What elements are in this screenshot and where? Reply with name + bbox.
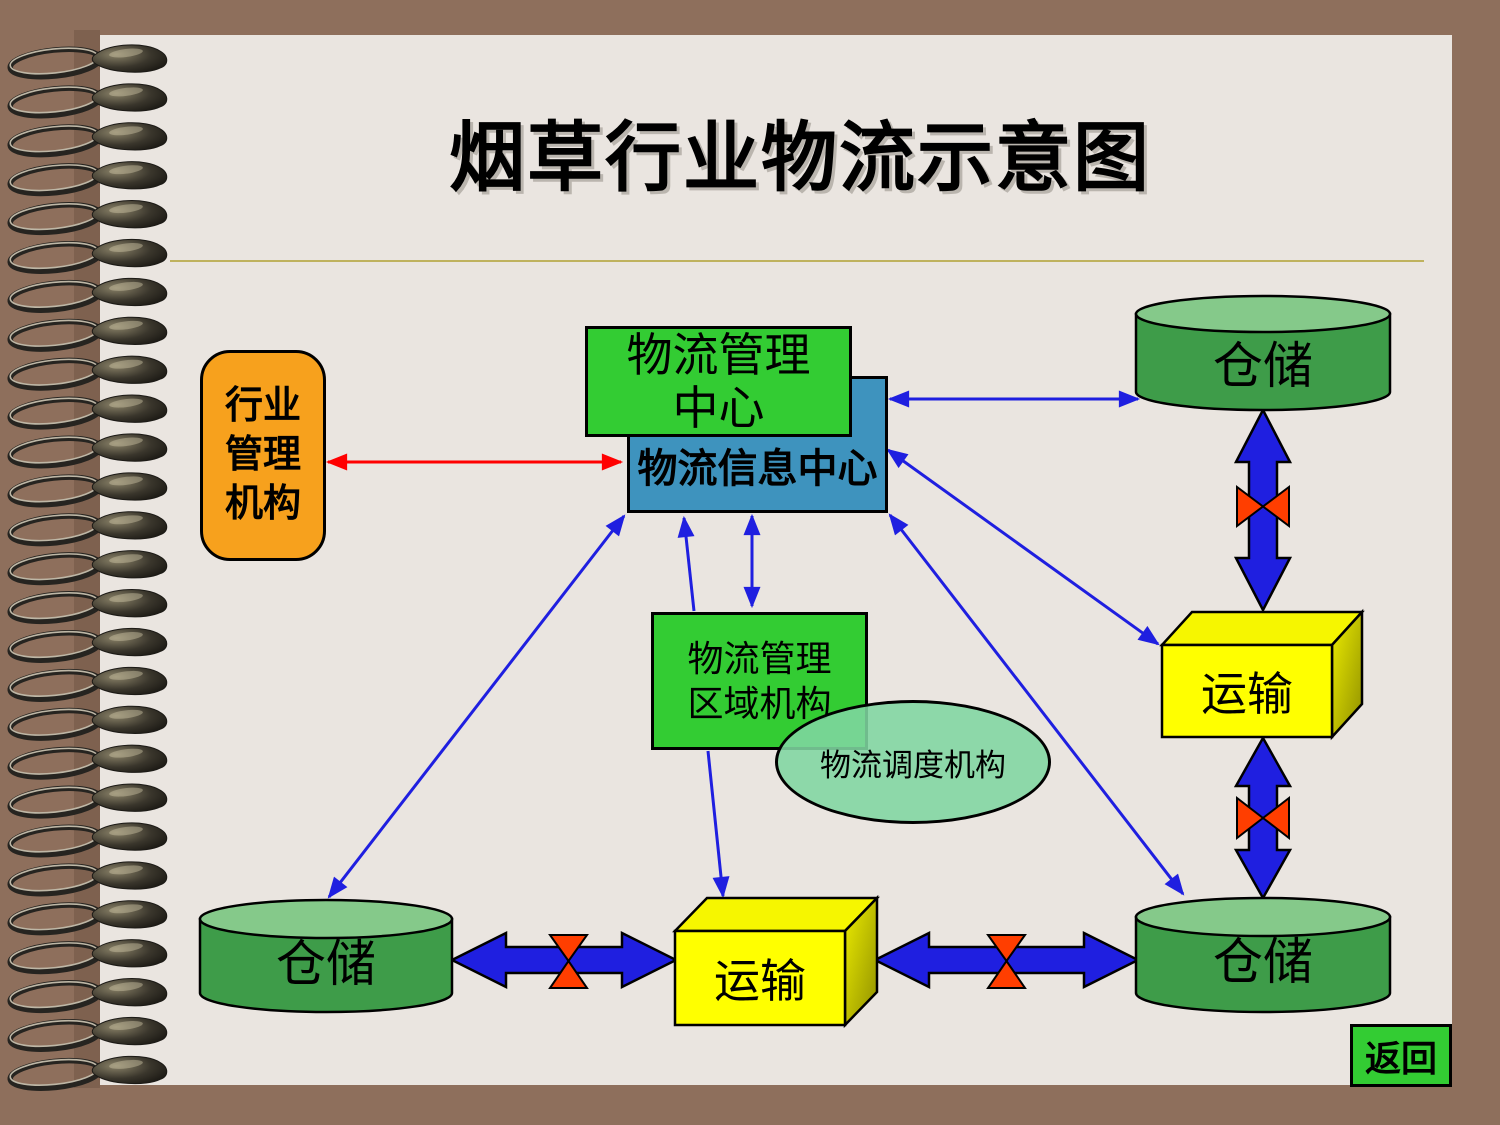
industry-admin-line1: 行业 [224,385,301,427]
transport-boxes [672,608,1365,1029]
thin-connectors [325,390,1185,899]
node-logistics-mgmt-center: 物流管理 中心 [585,326,852,437]
transport-right-shape [1159,608,1365,741]
regional-mgmt-line1: 物流管理 [687,638,832,679]
logistics-info-center-label: 物流信息中心 [637,447,878,491]
valve-icon [1236,795,1290,841]
edge-regional-transport-bottom [706,750,730,899]
warehouse-bottom-right-shape [1134,896,1392,1014]
regional-mgmt-line2: 区域机构 [687,683,832,724]
valve-icon [1236,485,1290,528]
warehouse-cylinders [198,294,1392,1014]
node-dispatch-org: 物流调度机构 [775,700,1051,824]
transport-bottom-shape [672,894,880,1029]
coil-group [9,44,167,1092]
flow-arrow-tr-vertical [1233,407,1293,613]
logistics-mgmt-center-line2: 中心 [672,381,765,434]
warehouse-top-right-shape [1134,294,1392,412]
industry-admin-line3: 机构 [224,483,301,525]
valve-icon [548,934,589,989]
node-industry-admin: 行业 管理 机构 [200,350,326,561]
valve-icon [986,934,1027,989]
edge-infocenter-warehouse-bl [327,514,626,899]
spiral-binding [0,0,200,1125]
back-button[interactable]: 返回 [1350,1024,1452,1087]
logistics-mgmt-center-line1: 物流管理 [626,328,811,381]
warehouse-bottom-left-shape [198,898,454,1014]
edge-infocenter-warehouse-br [888,513,1185,896]
slide-title: 烟草行业物流示意图 [449,116,1151,201]
edge-infocenter-transport-right [886,448,1160,646]
dispatch-org-label: 物流调度机构 [820,747,1006,783]
title-divider [170,260,1424,262]
edge-regional-infocenter [677,515,696,612]
valve-symbols [548,485,1290,989]
industry-admin-line2: 管理 [224,434,301,476]
